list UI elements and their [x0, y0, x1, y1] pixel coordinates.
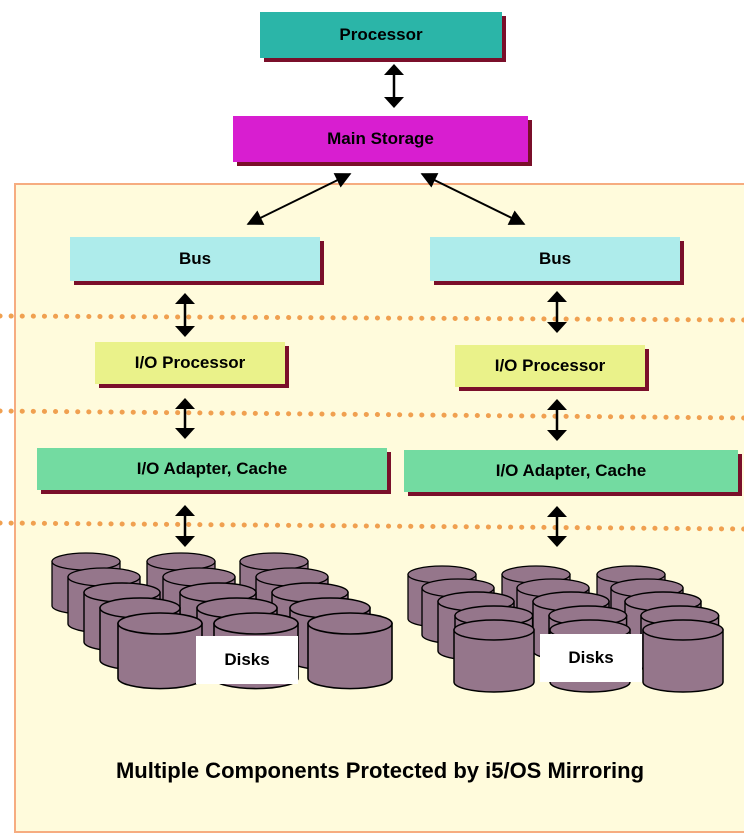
disks-label-box-right: Disks	[540, 634, 642, 682]
arrow-right-adapter-disks	[547, 506, 567, 547]
processor-label: Processor	[339, 25, 423, 44]
adapter-box-right: I/O Adapter, Cache	[404, 450, 738, 492]
arrow-left-adapter-disks	[175, 505, 195, 547]
disks-label-left: Disks	[224, 650, 270, 669]
iop-label-left: I/O Processor	[134, 353, 246, 372]
dotted-line-1	[0, 313, 744, 323]
bus-box-left: Bus	[70, 237, 320, 281]
arrow-right-bus-iop	[547, 291, 567, 333]
iop-box-right: I/O Processor	[455, 345, 645, 387]
arrow-storage-right-bus	[420, 173, 526, 225]
adapter-box-left: I/O Adapter, Cache	[37, 448, 387, 490]
dotted-line-2	[0, 408, 744, 421]
disks-label-box-left: Disks	[196, 636, 298, 684]
main-storage-box: Main Storage	[233, 116, 528, 162]
arrow-left-bus-iop	[175, 293, 195, 337]
arrow-storage-left-bus	[246, 173, 352, 225]
processor-box: Processor	[260, 12, 502, 58]
iop-label-right: I/O Processor	[494, 356, 606, 375]
bus-box-right: Bus	[430, 237, 680, 281]
bus-label-left: Bus	[178, 249, 212, 268]
arrow-processor-storage	[384, 64, 404, 108]
arrow-right-iop-adapter	[547, 399, 567, 441]
disks-label-right: Disks	[568, 648, 614, 667]
adapter-label-right: I/O Adapter, Cache	[495, 461, 647, 480]
mirroring-region	[14, 183, 744, 833]
caption-text: Multiple Components Protected by i5/OS M…	[115, 758, 645, 783]
bus-label-right: Bus	[538, 249, 572, 268]
arrow-left-iop-adapter	[175, 398, 195, 439]
main-storage-label: Main Storage	[327, 129, 434, 148]
iop-box-left: I/O Processor	[95, 342, 285, 384]
caption: Multiple Components Protected by i5/OS M…	[60, 756, 700, 786]
dotted-line-3	[0, 520, 744, 532]
adapter-label-left: I/O Adapter, Cache	[136, 459, 288, 478]
